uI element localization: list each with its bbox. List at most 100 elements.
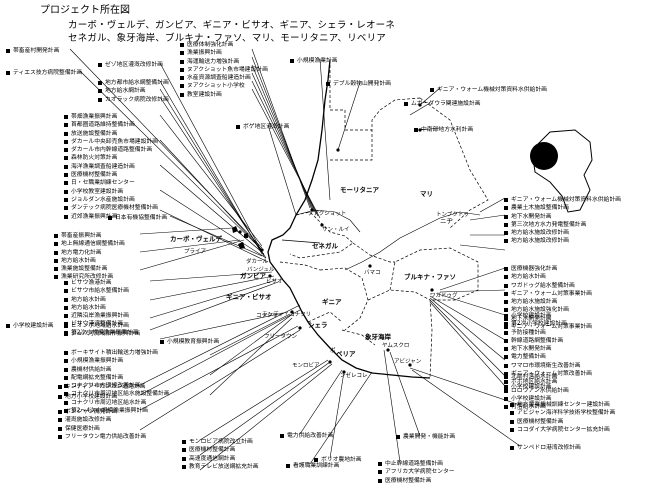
project-label: ビオンボ地域給水計画 bbox=[64, 322, 140, 330]
project-label: コナクリ市周辺地区給水施設整備計画 bbox=[64, 390, 170, 398]
project-label: 農業土木施設整備計画 bbox=[504, 204, 621, 212]
project-label: 農業開発・機能計画 bbox=[396, 433, 455, 441]
project-group-ivory-coast-2: 農業開発・機能計画 bbox=[396, 433, 455, 441]
country-list-line2: セネガル、象牙海岸、ブルキナ・ファソ、マリ、モーリタニア、リベリア bbox=[68, 33, 387, 44]
project-group-liberia: モンロビア病院改立計画医療機材整備計画高速度通信網計画教育テレビ放送網拡充計画 bbox=[182, 438, 259, 471]
project-label: 近郊漁業振興計画 bbox=[64, 213, 158, 221]
leader-line bbox=[329, 371, 345, 459]
project-label: 教育テレビ放送網拡充計画 bbox=[182, 463, 259, 471]
project-group-mauritania-3: 小規模漁業計画 bbox=[290, 57, 338, 65]
project-group-senegal-3: 地方都市給水網整備計画地方給水網計画カオラック病院改修計画 bbox=[98, 79, 169, 104]
project-label: 日本有機協整備計画 bbox=[108, 214, 167, 222]
leader-line bbox=[383, 349, 401, 463]
leader-line bbox=[337, 81, 361, 151]
city-bissau: ビサオ bbox=[266, 279, 283, 285]
project-label: ビサウ市給水整備計画 bbox=[64, 287, 138, 295]
project-group-bottom: 看護職業訓練計画 bbox=[286, 462, 339, 470]
project-label: コナクリ市周辺地区給水計画 bbox=[64, 399, 170, 407]
project-label: 地方給水計画 bbox=[64, 304, 138, 312]
project-label: 地方電力化計画 bbox=[54, 249, 125, 257]
project-label: 村落給水計画 bbox=[504, 403, 592, 411]
project-label: キンディア～カンカン道路計画 bbox=[58, 383, 146, 391]
project-label: 小規模教育振興計画 bbox=[160, 338, 219, 346]
city-saint-louis: サン・ルイ bbox=[322, 227, 350, 233]
leader-line bbox=[159, 96, 267, 259]
label-cabo-verde: カーボ・ヴェルデ bbox=[170, 235, 222, 243]
project-label: 小規模漁業計画 bbox=[290, 57, 338, 65]
city-dot bbox=[310, 208, 314, 212]
niger-river bbox=[344, 211, 481, 271]
coastline bbox=[267, 59, 431, 379]
project-group-cabo-verde: 帯畜産振興計画地上無線通信網整備計画地方電力化計画地方給水計画漁業施設整備計画漁… bbox=[54, 232, 125, 282]
leader-line bbox=[159, 189, 267, 259]
project-label: ヌアクショット小学校 bbox=[180, 82, 268, 90]
leader-line bbox=[159, 62, 263, 253]
project-label: 漁業振興計画 bbox=[180, 49, 268, 57]
project-label: 医療体制強化計画 bbox=[180, 41, 268, 49]
project-label: 地下水開発計画 bbox=[504, 345, 592, 353]
leader-line bbox=[409, 367, 521, 406]
project-label: アフリカ大学病院センター bbox=[378, 468, 455, 476]
label-burkina-faso: ブルキナ・ファソ bbox=[404, 273, 456, 281]
leader-line bbox=[209, 315, 291, 376]
leader-line bbox=[149, 275, 275, 301]
project-label: ギニア・ウォーム対策改善計画 bbox=[504, 370, 592, 378]
city-monrovia: モンロビア bbox=[292, 363, 320, 369]
project-label: 医療機材整備計画 bbox=[182, 446, 259, 454]
city-nzerekore: ンゼレコレ bbox=[340, 373, 368, 379]
project-label: 地方給水施設強化計画 bbox=[504, 306, 592, 314]
leader-line bbox=[429, 295, 506, 341]
leader-line bbox=[419, 87, 441, 106]
leader-line bbox=[469, 214, 506, 221]
leader-line bbox=[149, 271, 273, 282]
leader-line bbox=[139, 227, 233, 235]
project-label: ボボ地区給水計画 bbox=[504, 378, 592, 386]
leader-line bbox=[139, 329, 301, 431]
leader-line bbox=[411, 369, 521, 447]
project-label: 幹線道路網整備計画 bbox=[504, 337, 592, 345]
city-dot bbox=[268, 274, 272, 278]
project-label: 放送施設整備計画 bbox=[64, 130, 158, 138]
project-label: ワマロ市環境衛生改善計画 bbox=[504, 362, 592, 370]
project-group-ivory-coast-3: サンペドロ港湾改修計画 bbox=[510, 444, 581, 452]
project-label: 医療機材整備計画 bbox=[378, 477, 455, 485]
project-label: ボンシャン開発計画 bbox=[58, 408, 146, 416]
project-label: ワガドゥグ給水整備計画 bbox=[504, 282, 592, 290]
border-mali-south bbox=[352, 242, 395, 263]
project-label: 電力整備計画 bbox=[504, 353, 592, 361]
project-label: 配電網拡充整備計画 bbox=[64, 374, 170, 382]
label-mauritania: モーリタニア bbox=[340, 186, 379, 194]
label-gambia: ガンビア bbox=[240, 272, 266, 280]
leader-line bbox=[159, 311, 289, 340]
project-label: 地方給水施設改修計画 bbox=[504, 229, 621, 237]
project-group-mali-2: ムガーダウラ関連施設計画 bbox=[404, 100, 481, 108]
project-group-mali-main: ギニア・ウォーム機械対策資料水供給計画農業土木施設整備計画地下水開発計画第三次地… bbox=[504, 196, 621, 246]
city-timbuktu: トンブクトゥ bbox=[436, 212, 469, 218]
city-dot bbox=[418, 103, 422, 107]
project-group-guinea-bissau-3: 小学校建設計画 bbox=[6, 322, 54, 330]
project-label: ギニア・ウォーム対策事業計画 bbox=[504, 290, 592, 298]
leader-line bbox=[159, 209, 269, 263]
project-label: 予防接種計画 bbox=[504, 329, 592, 337]
project-label: フリータウン電力供給改善計画 bbox=[58, 433, 146, 441]
cabo-verde-islands bbox=[232, 226, 248, 249]
project-label: 看護職業訓練計画 bbox=[286, 462, 339, 470]
project-group-guinea-3: 地方小学校建設計画 bbox=[58, 393, 117, 401]
city-dot bbox=[430, 288, 434, 292]
project-label: ギニア・ウォーム対策事業計画 bbox=[504, 323, 592, 331]
leader-line bbox=[149, 279, 277, 319]
leader-line bbox=[199, 361, 331, 456]
project-group-mali-1: ギニア・ウォーム機械対策資料水供給計画 bbox=[430, 86, 547, 94]
leader-line bbox=[139, 304, 301, 386]
city-dot bbox=[238, 230, 242, 234]
city-dot bbox=[408, 363, 412, 367]
project-label: ジョルダン水産施設計画 bbox=[64, 196, 158, 204]
project-label: モンロビア病院改立計画 bbox=[182, 438, 259, 446]
label-guinea: ギニア bbox=[322, 298, 342, 306]
leader-line bbox=[251, 48, 311, 209]
project-group-mauritania-4: ボゲ地区灌漑計画 bbox=[236, 123, 289, 131]
leader-line bbox=[139, 325, 299, 411]
leader-line bbox=[251, 88, 321, 219]
project-label: 地方都市給水網整備計画 bbox=[98, 79, 169, 87]
border-liberia bbox=[341, 329, 376, 346]
